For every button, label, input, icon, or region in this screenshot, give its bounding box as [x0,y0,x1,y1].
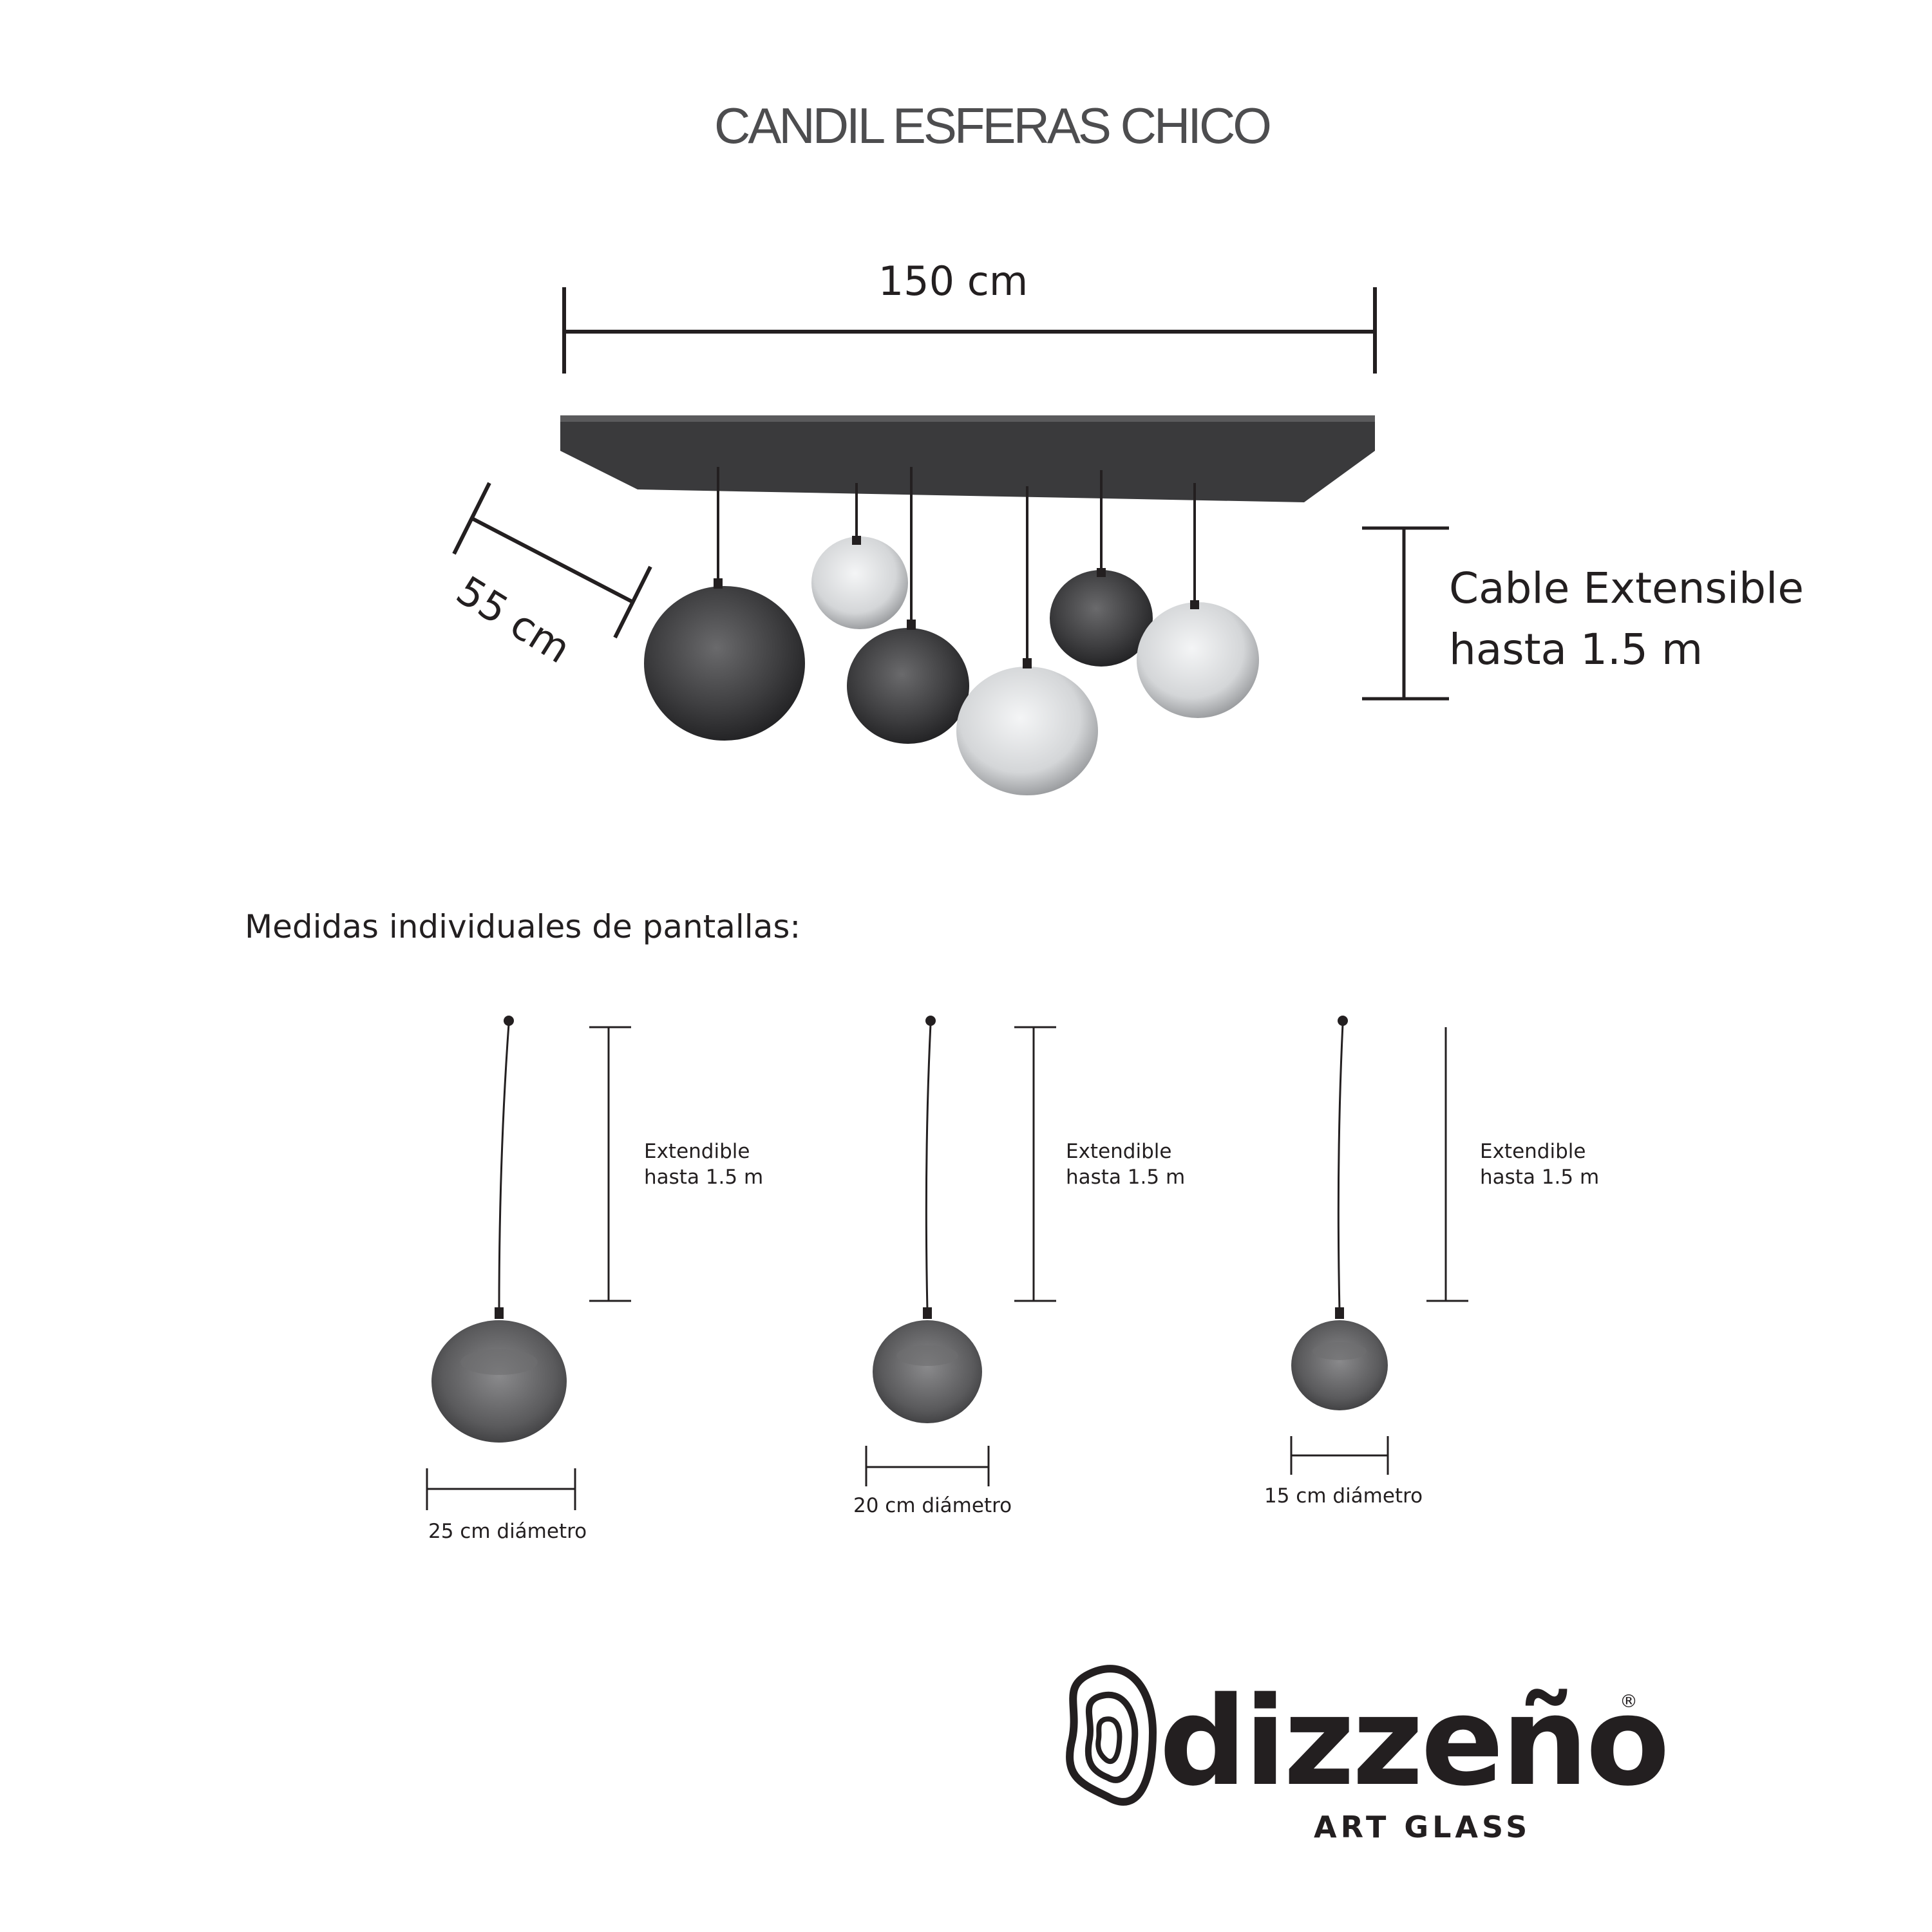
brand-name: dizzeño [1159,1671,1670,1813]
section-subtitle: Medidas individuales de pantallas: [245,908,801,945]
page-title: CANDIL ESFERAS CHICO [714,97,1272,154]
diameter-lines [426,1436,1389,1510]
globe-dark-medium [847,628,969,744]
extendible-brackets [589,1026,1468,1302]
globe-clear-small [811,536,908,629]
pendant-3-ext-line1: Extendible [1480,1140,1586,1163]
pendant-2-ext-line1: Extendible [1066,1140,1172,1163]
brand-swirl-icon [1066,1665,1157,1806]
pendant-3-ext-line2: hasta 1.5 m [1480,1166,1600,1189]
pendant-20cm [873,1016,982,1423]
globe-dark-small [1050,570,1153,667]
pendant-1-ext-line1: Extendible [644,1140,750,1163]
pendant-2-ext-line2: hasta 1.5 m [1066,1166,1186,1189]
width-label: 150 cm [878,258,1028,305]
pendant-3-diameter: 15 cm diámetro [1264,1484,1423,1508]
registered-mark: ® [1620,1690,1638,1712]
pendant-1-diameter: 25 cm diámetro [428,1520,587,1543]
cable-height-bracket [1362,526,1449,701]
depth-dimension-line [452,482,652,639]
pendant-15cm [1291,1016,1388,1410]
globe-clear-medium [1137,602,1259,718]
chandelier-globes [644,536,1259,795]
cable-label-line1: Cable Extensible [1449,564,1804,613]
globe-clear-large [956,667,1098,795]
pendant-cords [717,467,1196,660]
pendant-2-diameter: 20 cm diámetro [853,1494,1012,1517]
cable-label-line2: hasta 1.5 m [1449,625,1703,674]
pendant-1-ext-line2: hasta 1.5 m [644,1166,764,1189]
canopy-plate [560,415,1375,502]
globe-dark-large [644,586,805,741]
width-dimension-line [562,287,1377,374]
brand-tagline: ART GLASS [1314,1810,1531,1844]
pendant-25cm [431,1016,567,1443]
